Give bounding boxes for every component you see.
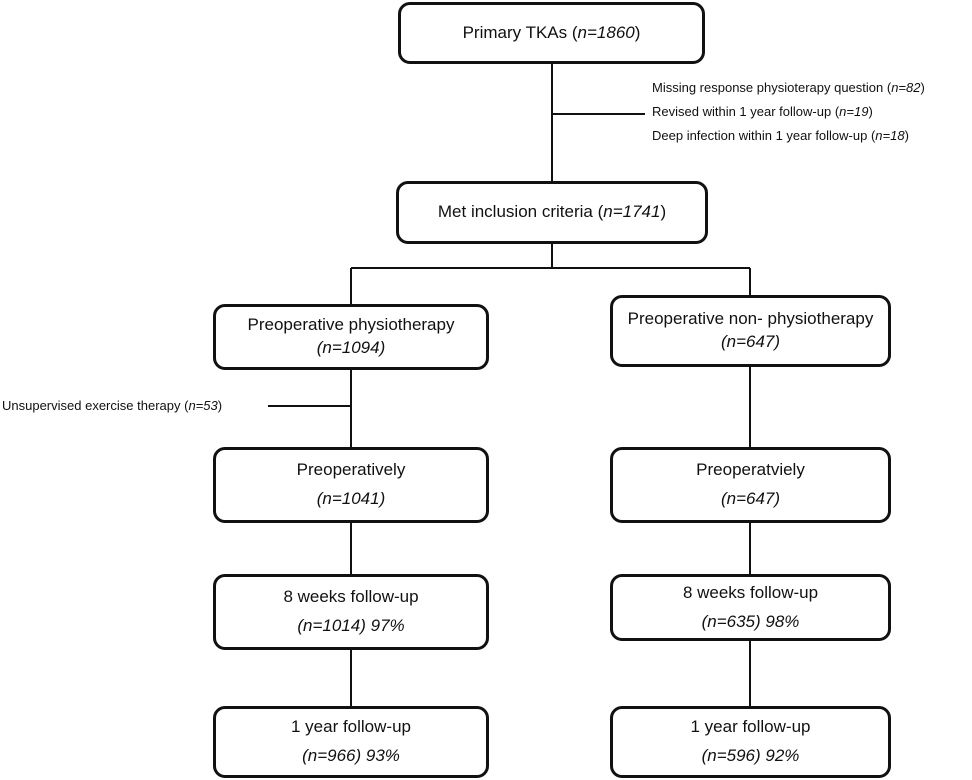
side-exclusion-note: Unsupervised exercise therapy (n=53) (2, 398, 223, 413)
box-right-preoperatively-n-wrap: (n=647) (720, 489, 781, 508)
box-preop-physiotherapy-n-wrap: (n=1094) (316, 338, 386, 357)
box-met-inclusion-title: Met inclusion criteria (437, 202, 593, 222)
exclusion-label-2: Revised within 1 year follow-up (652, 104, 832, 119)
exclusion-label-1: Missing response physioterapy question (652, 80, 884, 95)
box-right-1year: 1 year follow-up (n=596) 92% (610, 706, 891, 778)
box-right-8weeks-n-wrap: (n=635) 98% (701, 611, 800, 631)
box-met-inclusion-text: Met inclusion criteria (n=1741) (437, 202, 667, 222)
box-preop-physiotherapy-title: Preoperative physiotherapy (247, 315, 455, 335)
box-left-preoperatively-title: Preoperatively (296, 460, 406, 480)
box-left-1year: 1 year follow-up (n=966) 93% (213, 706, 489, 778)
box-primary-tkas: Primary TKAs (n=1860) (398, 2, 705, 64)
exclusion-note-1: Missing response physioterapy question (… (652, 80, 925, 95)
exclusion-label-3: Deep infection within 1 year follow-up (652, 128, 868, 143)
box-met-inclusion: Met inclusion criteria (n=1741) (396, 181, 708, 244)
box-left-8weeks-n: n=1014 (303, 616, 361, 635)
side-exclusion-n: n=53 (188, 398, 218, 413)
exclusion-note-3: Deep infection within 1 year follow-up (… (652, 128, 909, 143)
box-left-1year-n: n=966 (307, 746, 356, 765)
box-right-1year-n: n=596 (707, 746, 755, 765)
exclusion-n-2: n=19 (839, 104, 869, 119)
side-exclusion-label: Unsupervised exercise therapy (2, 398, 181, 413)
exclusion-n-1: n=82 (891, 80, 921, 95)
box-left-1year-title: 1 year follow-up (290, 717, 411, 737)
box-primary-tkas-n: n=1860 (577, 22, 635, 42)
box-left-8weeks: 8 weeks follow-up (n=1014) 97% (213, 574, 489, 650)
box-preop-physiotherapy: Preoperative physiotherapy (n=1094) (213, 304, 489, 370)
box-met-inclusion-n: n=1741 (603, 202, 661, 222)
box-right-preoperatively: Preoperatviely (n=647) (610, 447, 891, 523)
box-right-8weeks: 8 weeks follow-up (n=635) 98% (610, 574, 891, 641)
box-right-8weeks-pct: 98% (765, 611, 800, 631)
box-left-preoperatively: Preoperatively (n=1041) (213, 447, 489, 523)
box-right-8weeks-title: 8 weeks follow-up (682, 582, 819, 602)
box-right-1year-pct: 92% (765, 746, 800, 765)
box-preop-physiotherapy-n: n=1094 (322, 338, 380, 357)
box-right-1year-title: 1 year follow-up (690, 717, 811, 737)
box-left-1year-pct: 93% (365, 746, 400, 765)
box-preop-non-physiotherapy-n-wrap: (n=647) (720, 332, 781, 351)
box-primary-tkas-title: Primary TKAs (462, 22, 568, 42)
box-left-preoperatively-n-wrap: (n=1041) (316, 489, 386, 508)
box-left-8weeks-title: 8 weeks follow-up (283, 587, 419, 607)
box-right-1year-n-wrap: (n=596) 92% (701, 746, 800, 765)
box-preop-non-physiotherapy: Preoperative non- physiotherapy (n=647) (610, 295, 891, 367)
box-right-8weeks-n: n=635 (707, 611, 755, 631)
box-left-1year-n-wrap: (n=966) 93% (302, 746, 400, 765)
box-left-8weeks-n-wrap: (n=1014) 97% (297, 616, 405, 635)
box-preop-non-physiotherapy-title: Preoperative non- physiotherapy (627, 309, 874, 329)
box-right-preoperatively-n: n=647 (726, 489, 775, 508)
exclusion-note-2: Revised within 1 year follow-up (n=19) (652, 104, 873, 119)
box-preop-non-physiotherapy-n: n=647 (726, 332, 775, 351)
box-primary-tkas-text: Primary TKAs (n=1860) (462, 22, 641, 42)
box-right-preoperatively-title: Preoperatviely (696, 460, 805, 480)
exclusion-n-3: n=18 (875, 128, 905, 143)
box-left-8weeks-pct: 97% (370, 616, 405, 635)
box-left-preoperatively-n: n=1041 (322, 489, 380, 508)
